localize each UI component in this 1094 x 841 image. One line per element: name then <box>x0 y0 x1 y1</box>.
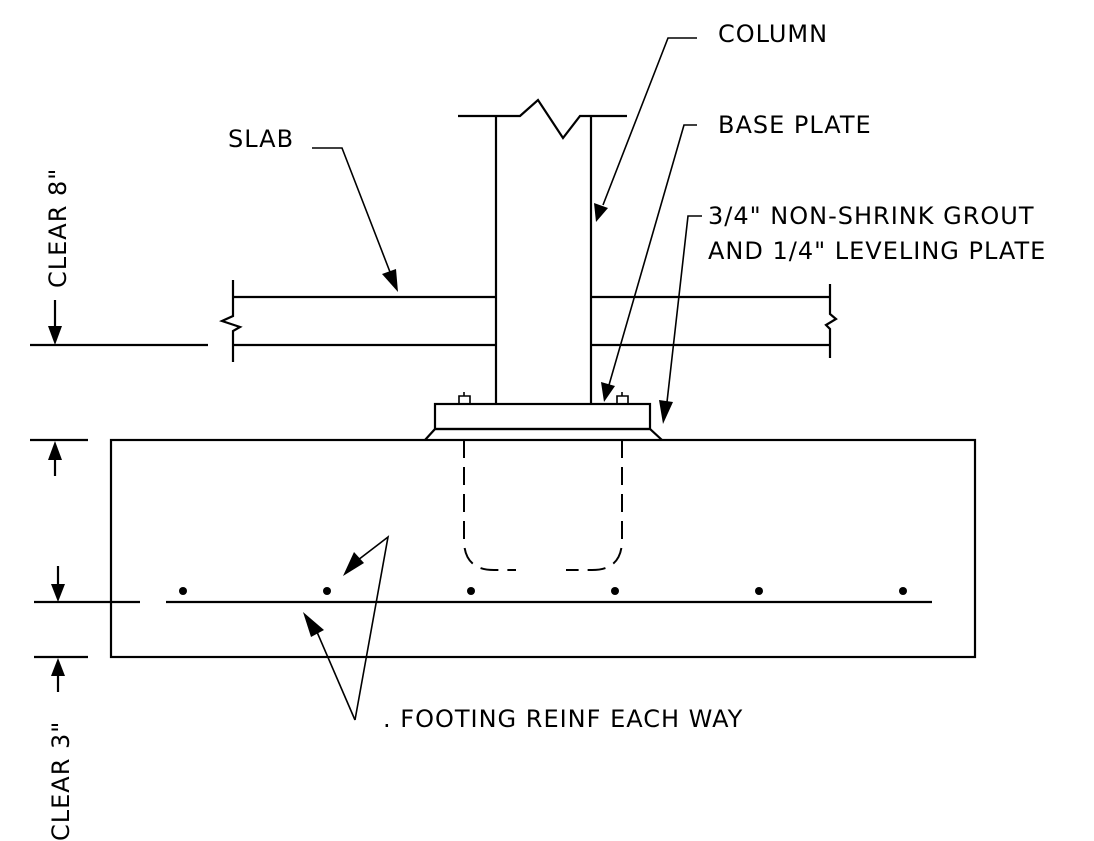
footing-reinf-callout: . FOOTING REINF EACH WAY <box>303 535 743 733</box>
dimension-clear-bottom: CLEAR 3" <box>34 655 88 841</box>
anchor-bolt-nuts <box>458 392 629 404</box>
column-callout: COLUMN <box>594 20 828 222</box>
rebar-dot <box>611 587 619 595</box>
footing-reinf-label: . FOOTING REINF EACH WAY <box>383 705 743 733</box>
grout-callout: 3/4" NON-SHRINK GROUT AND 1/4" LEVELING … <box>659 202 1046 424</box>
rebar-dot <box>467 587 475 595</box>
footing <box>109 438 977 659</box>
dimension-footing <box>30 438 140 604</box>
slab-label: SLAB <box>228 125 294 153</box>
grout-label-line1: 3/4" NON-SHRINK GROUT <box>708 202 1035 230</box>
slab <box>218 280 838 362</box>
footing-reinforcement <box>166 587 932 604</box>
rebar-dot <box>323 587 331 595</box>
slab-callout: SLAB <box>228 125 398 292</box>
slab-break-left <box>218 280 243 362</box>
anchor-bolts-hidden <box>463 440 623 571</box>
base-plate-label: BASE PLATE <box>718 111 872 139</box>
rebar-dot <box>755 587 763 595</box>
dimension-clear-top: CLEAR 8" <box>30 168 208 347</box>
column-break-line <box>458 98 627 140</box>
slab-break-right <box>824 284 838 358</box>
column-label: COLUMN <box>718 20 828 48</box>
clear-8-label: CLEAR 8" <box>44 168 72 288</box>
base-plate-callout: BASE PLATE <box>601 111 872 402</box>
column <box>458 98 627 404</box>
clear-3-label: CLEAR 3" <box>47 721 75 841</box>
rebar-dot <box>179 587 187 595</box>
rebar-dot <box>899 587 907 595</box>
grout-bed <box>424 427 663 441</box>
base-plate <box>433 402 652 431</box>
grout-label-line2: AND 1/4" LEVELING PLATE <box>708 237 1046 265</box>
